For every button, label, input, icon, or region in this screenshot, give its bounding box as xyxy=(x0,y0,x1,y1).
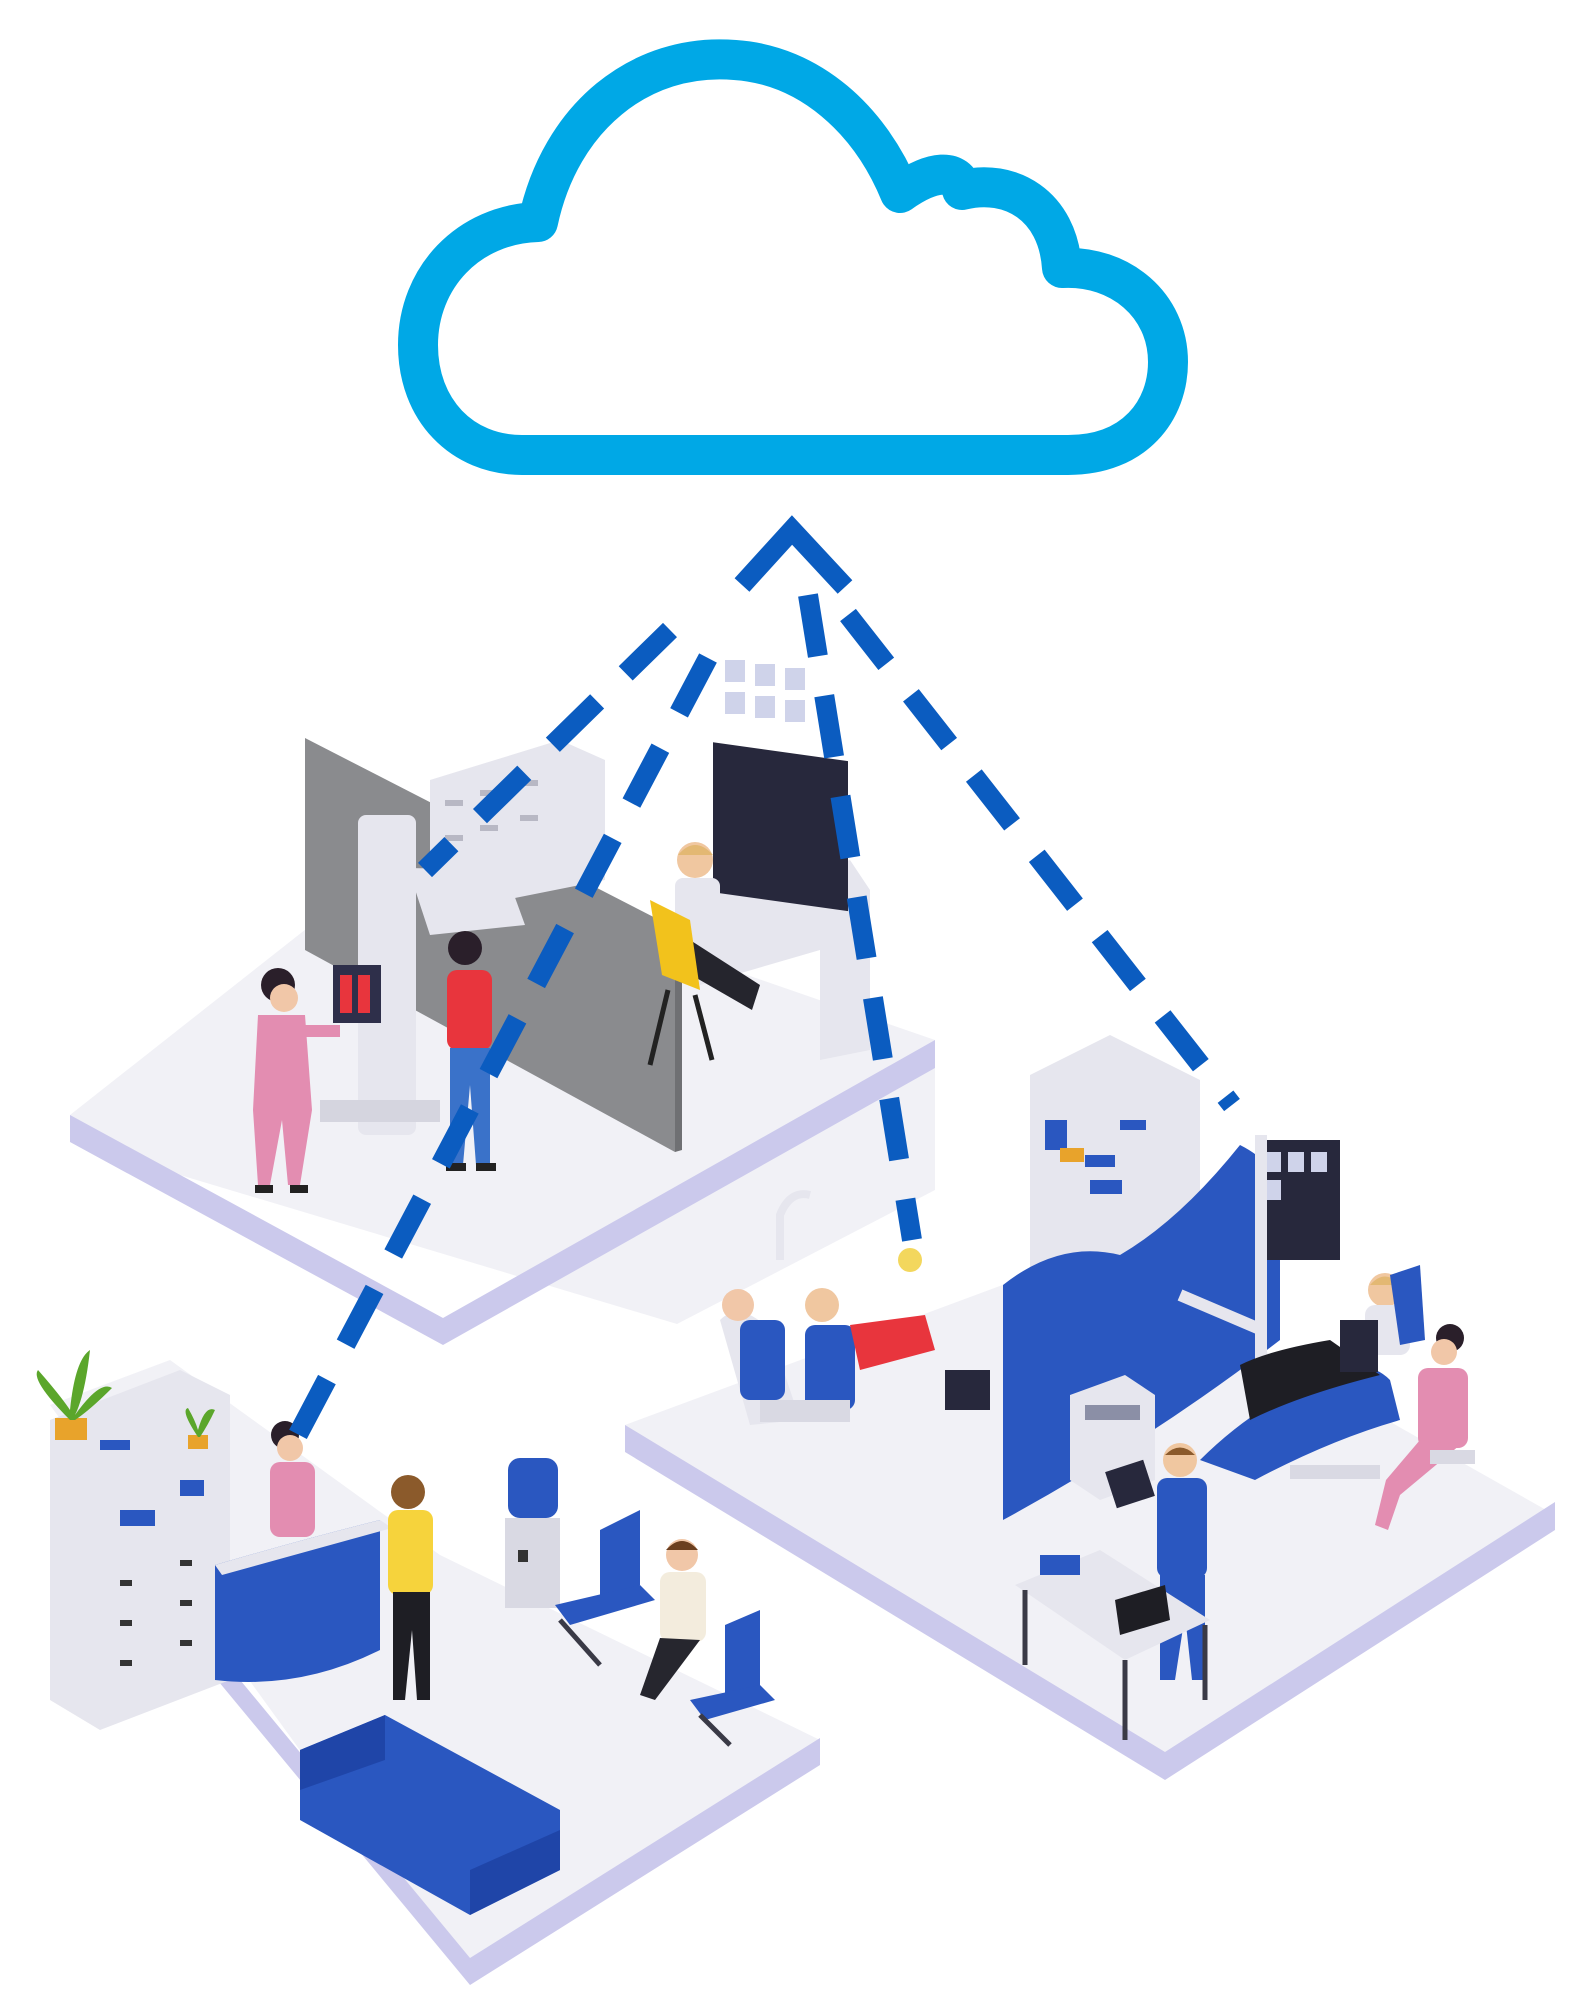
cloud-icon xyxy=(398,39,1188,475)
plant-icon xyxy=(36,1350,112,1440)
dentist-pair-left xyxy=(720,1190,990,1425)
visitor-yellow-shirt xyxy=(388,1475,433,1700)
office-desk xyxy=(1015,1550,1210,1740)
treatment-room xyxy=(625,1035,1555,1780)
radiologist-desk xyxy=(647,660,870,1066)
receptionist-figure xyxy=(270,1421,315,1537)
plant-icon xyxy=(185,1408,215,1449)
arrow-head-icon xyxy=(734,515,853,594)
xray-room xyxy=(70,660,935,1345)
connection-line-reception xyxy=(286,653,717,1445)
water-cooler-icon xyxy=(505,1458,560,1608)
connection-line-dental-chair xyxy=(798,593,922,1242)
connection-lines xyxy=(286,515,1240,1445)
dental-chair-right xyxy=(1200,1265,1425,1480)
waiting-patient-figure xyxy=(640,1539,706,1700)
connection-line-xray xyxy=(418,622,677,878)
reception-room xyxy=(36,1350,820,1985)
connection-line-treatment xyxy=(840,608,1240,1112)
sofa xyxy=(300,1715,560,1915)
nurse-figure xyxy=(253,968,340,1193)
dental-assistant-figure xyxy=(1375,1324,1475,1530)
waiting-chairs xyxy=(555,1510,775,1747)
